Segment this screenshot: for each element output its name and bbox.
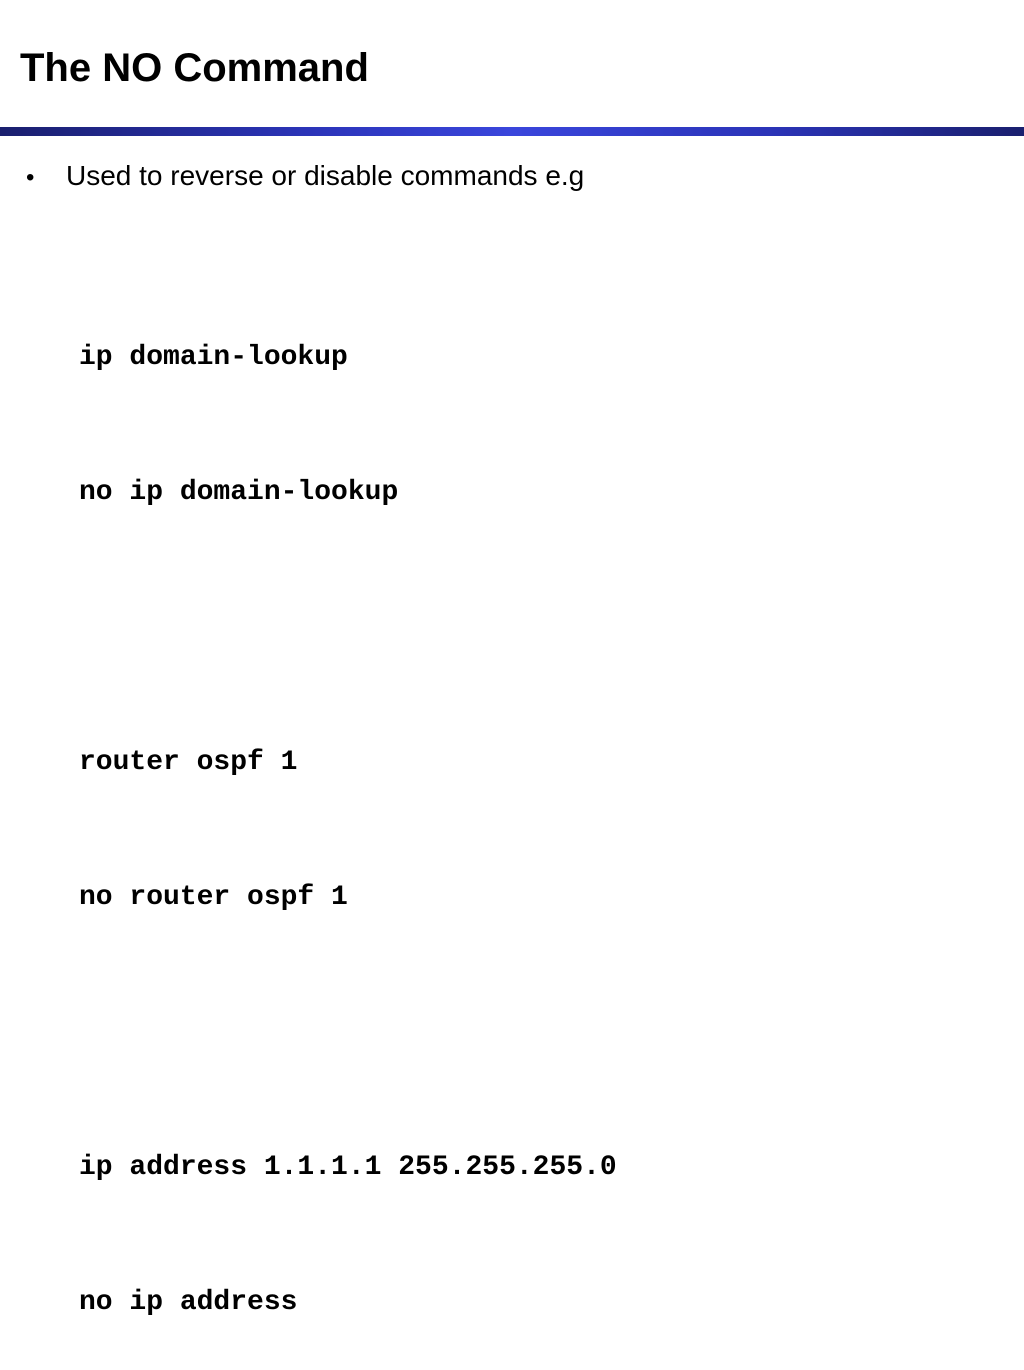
title-divider (0, 127, 1024, 136)
code-block: ip domain-lookup no ip domain-lookup rou… (79, 245, 617, 1370)
bullet-text: Used to reverse or disable commands e.g (66, 160, 585, 191)
code-line: no ip domain-lookup (79, 477, 399, 508)
bullet-item: • Used to reverse or disable commands e.… (26, 158, 584, 196)
code-line-blank (79, 1010, 617, 1055)
bullet-icon: • (26, 164, 35, 191)
code-line-blank (79, 605, 617, 650)
slide-title: The NO Command (20, 46, 369, 90)
code-line: ip address 1.1.1.1 255.255.255.0 (79, 1152, 617, 1183)
code-line: router ospf 1 (79, 747, 298, 778)
code-line: no ip address (79, 1287, 298, 1318)
code-line: no router ospf 1 (79, 882, 348, 913)
code-line: ip domain-lookup (79, 342, 348, 373)
